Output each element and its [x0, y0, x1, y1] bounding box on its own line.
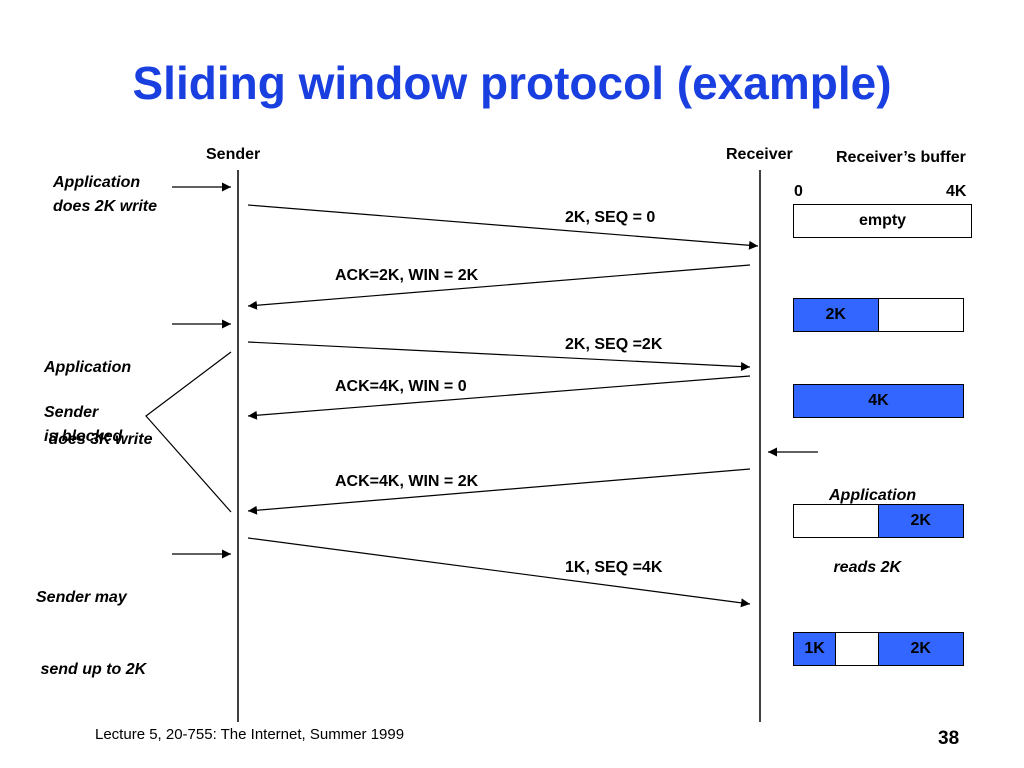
message-label: 1K, SEQ =4K [565, 559, 663, 576]
buffer-segment: 4K [794, 385, 963, 417]
buffer-state: 4K [793, 384, 964, 418]
buffer-segment: 2K [794, 299, 879, 331]
note-sender-blocked: Sender is blocked [44, 404, 123, 445]
sender-label: Sender [206, 146, 261, 163]
message-arrow [247, 341, 751, 372]
buffer-label: Receiver’s buffer [836, 149, 966, 166]
buffer-state: 2K [793, 298, 964, 332]
buffer-segment: 2K [878, 633, 963, 665]
blocked-bracket [145, 351, 232, 513]
buffer-state: 2K [793, 504, 964, 538]
buffer-scale-start: 0 [794, 183, 803, 200]
buffer-segment: 1K [794, 633, 837, 665]
message-label: 2K, SEQ = 0 [565, 209, 656, 226]
message-arrow [247, 468, 751, 515]
note-app-write-3k: Application does 3K write [44, 359, 153, 448]
buffer-state: empty [793, 204, 972, 238]
note-sender-may-send: Sender may send up to 2K [36, 589, 147, 678]
note-app-write-2k: Application does 2K write [53, 174, 158, 215]
buffer-segment: 2K [878, 505, 963, 537]
buffer-scale-end: 4K [946, 183, 967, 200]
message-label: ACK=2K, WIN = 2K [335, 267, 479, 284]
message-arrow [247, 264, 751, 310]
footer-text: Lecture 5, 20-755: The Internet, Summer … [95, 726, 405, 743]
message-label: ACK=4K, WIN = 0 [335, 378, 467, 395]
message-arrow [247, 537, 751, 608]
page-title: Sliding window protocol (example) [132, 57, 892, 109]
note-app-reads-2k: Application reads 2K [829, 487, 917, 576]
receiver-label: Receiver [726, 146, 793, 163]
buffer-segment [794, 505, 879, 537]
buffer-segment [836, 633, 879, 665]
message-label: 2K, SEQ =2K [565, 336, 663, 353]
message-label: ACK=4K, WIN = 2K [335, 473, 479, 490]
buffer-state: 1K 2K [793, 632, 964, 666]
message-arrow [247, 375, 751, 420]
buffer-segment: empty [858, 212, 907, 229]
message-arrow [247, 204, 759, 250]
buffer-segment [879, 299, 964, 331]
page-number: 38 [938, 728, 960, 749]
